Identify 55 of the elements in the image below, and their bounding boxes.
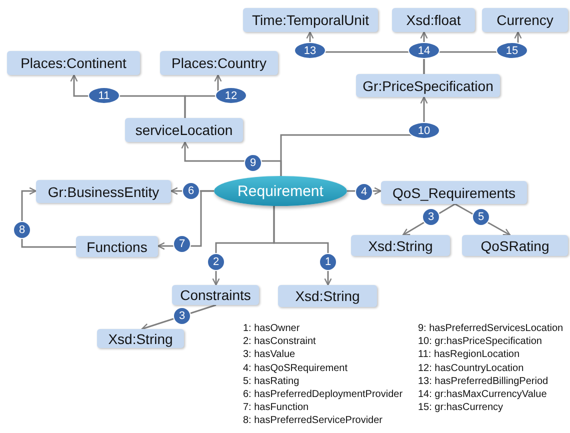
legend-text: 4: hasQoSRequirement	[243, 362, 348, 375]
arrow	[141, 304, 216, 331]
legend-text: 10: gr:hasPriceSpecification	[418, 336, 542, 348]
class-box: Places:Country	[160, 51, 278, 75]
legend-text: 3: hasValue	[243, 349, 296, 362]
legend-text: 7: hasFunction	[243, 402, 309, 414]
legend-text: 14: gr:hasMaxCurrencyValue	[418, 389, 547, 401]
class-box: Currency	[482, 8, 568, 32]
legend-text: 13: hasPreferredBillingPeriod	[418, 376, 548, 388]
class-box: Xsd:String	[97, 329, 184, 348]
arrow	[454, 203, 511, 236]
arrow	[184, 74, 222, 118]
legend-text: 1: hasOwner	[243, 323, 300, 335]
arrow	[212, 206, 275, 286]
class-box: Xsd:String	[351, 235, 450, 256]
concept-ellipse: Requirement	[214, 176, 347, 206]
class-box: Places:Continent	[7, 51, 140, 75]
class-box: Constraints	[172, 285, 259, 305]
legend-text: 12: hasCountryLocation	[418, 362, 524, 375]
legend-text: 5: hasRating	[243, 376, 300, 388]
legend-text: 11: hasRegionLocation	[418, 349, 520, 362]
edge-label: 8	[13, 221, 31, 239]
class-box: Xsd:String	[278, 285, 377, 307]
class-box: Functions	[76, 236, 158, 257]
arrow	[402, 203, 456, 236]
edge-label: 2	[207, 253, 225, 271]
class-box: QoS_Requirements	[381, 181, 527, 204]
class-box: Gr:BusinessEntity	[36, 180, 171, 203]
edge-label: 7	[173, 235, 191, 253]
arrow	[280, 96, 428, 176]
class-box: Xsd:float	[392, 8, 475, 32]
edge-label: 5	[472, 208, 490, 226]
legend-text: 6: hasPreferredDeploymentProvider	[243, 389, 403, 401]
edge-label: 6	[182, 182, 200, 200]
edge-label: 12	[215, 87, 247, 104]
legend-text: 2: hasConstraint	[243, 336, 316, 348]
legend-text: 9: hasPreferredServicesLocation	[418, 323, 564, 335]
class-box: Time:TemporalUnit	[243, 8, 378, 32]
class-box: serviceLocation	[125, 118, 243, 142]
class-box: Gr:PriceSpecification	[356, 74, 500, 97]
edge-label: 13	[294, 42, 326, 59]
class-box: QoSRating	[462, 235, 568, 256]
arrow	[157, 190, 214, 250]
arrow	[21, 187, 76, 248]
edge-label: 4	[355, 183, 373, 201]
edge-label: 14	[408, 42, 440, 59]
edge-label: 15	[496, 42, 528, 59]
edge-label: 1	[319, 253, 337, 271]
edge-label: 3	[422, 208, 440, 226]
edge-label: 9	[244, 154, 262, 172]
edge-label: 3	[173, 307, 191, 325]
edge-label: 11	[88, 87, 120, 104]
legend-text: 8: hasPreferredServiceProvider	[243, 415, 383, 428]
edge-label: 10	[408, 122, 440, 139]
legend-text: 15: gr:hasCurrency	[418, 402, 504, 414]
